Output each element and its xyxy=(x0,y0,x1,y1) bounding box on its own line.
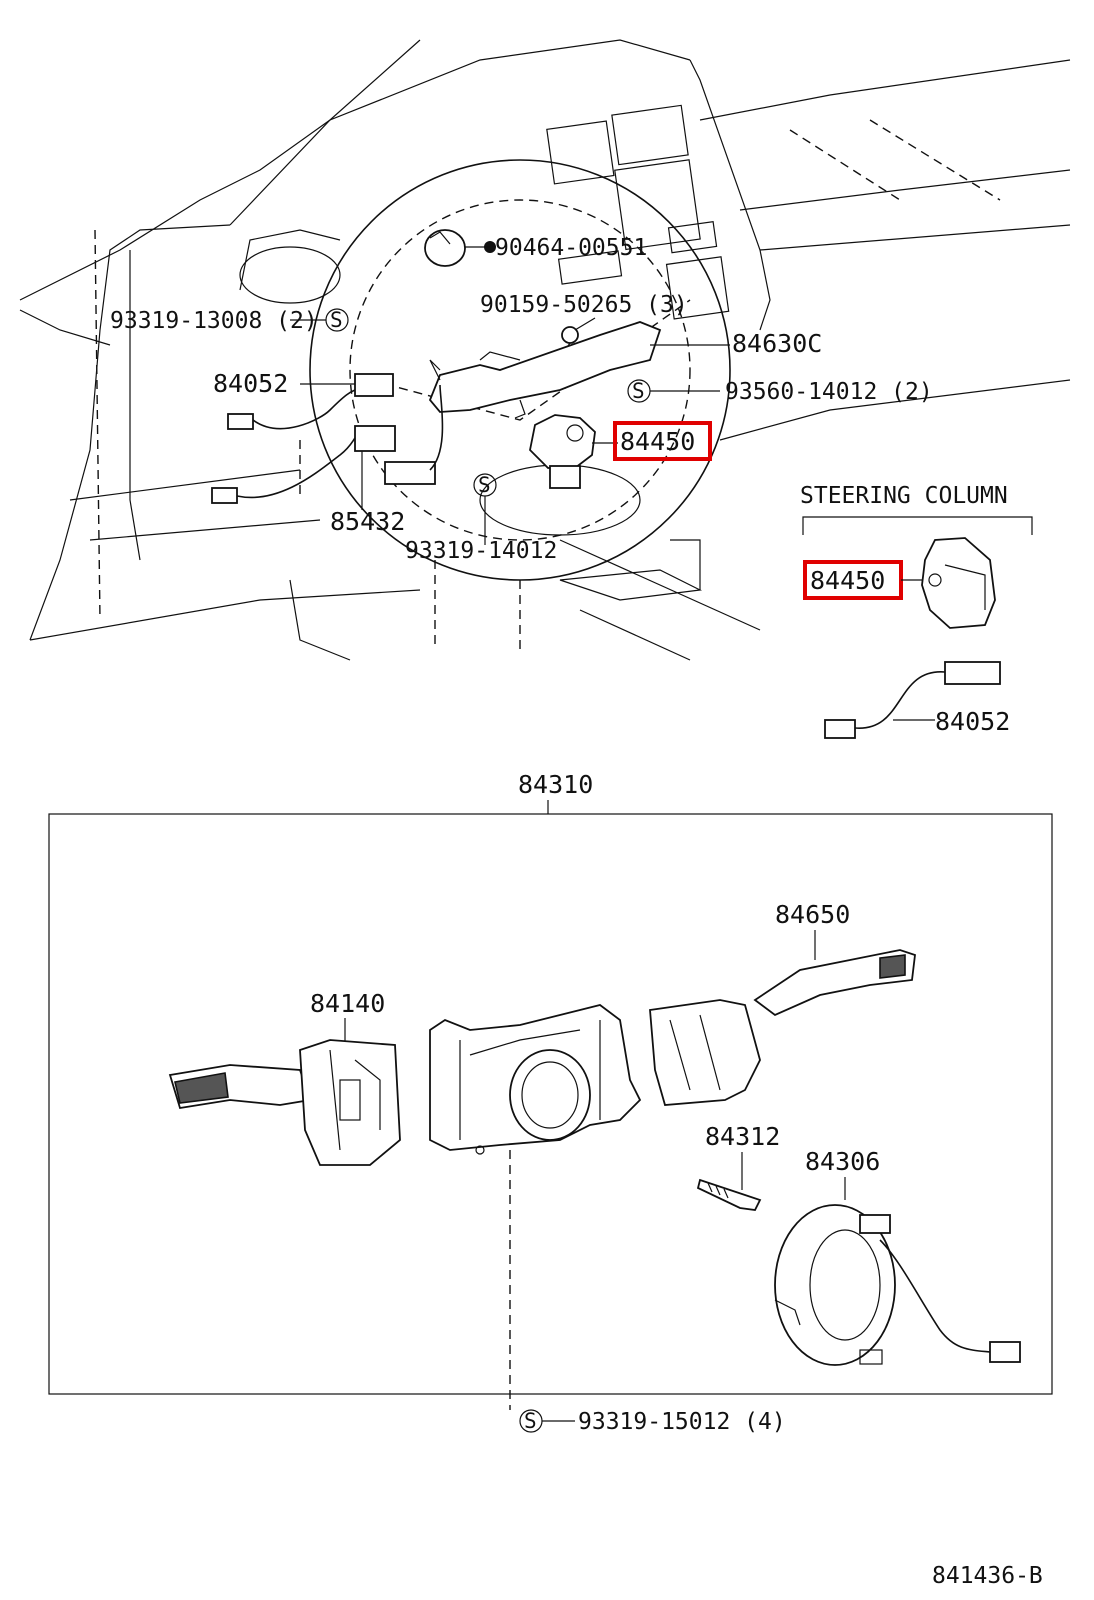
label-84312: 84312 xyxy=(705,1122,780,1151)
label-93560-14012: 93560-14012 (2) xyxy=(725,379,933,405)
clip-part xyxy=(424,229,496,267)
label-93319-15012: 93319-15012 (4) xyxy=(578,1409,786,1435)
assembly-box-84310 xyxy=(48,813,1053,1395)
label-84450-center: 84450 xyxy=(620,427,695,456)
bracket-84630c xyxy=(428,321,730,419)
s-mark-3: S xyxy=(478,473,491,497)
wiring-harness-left xyxy=(211,373,444,510)
figure-id: 841436-B xyxy=(932,1563,1043,1589)
spiral-cable-84306: 84306 xyxy=(774,1147,1021,1366)
label-93319-13008: 93319-13008 (2) xyxy=(110,308,318,334)
highlight-84450-center xyxy=(613,421,712,461)
s-mark-1: S xyxy=(330,308,343,332)
dashboard-outline xyxy=(19,39,1071,661)
s-mark-4: S xyxy=(524,1409,537,1433)
label-84140: 84140 xyxy=(310,989,385,1018)
label-90159-50265: 90159-50265 (3) xyxy=(480,292,688,318)
steering-wheel xyxy=(299,159,731,650)
label-84630c: 84630C xyxy=(732,329,822,358)
bottom-screw-callout: S 93319-15012 (4) xyxy=(519,1409,786,1435)
label-93319-14012: 93319-14012 xyxy=(405,538,557,564)
combination-switch-body xyxy=(429,1004,642,1410)
label-90464-00551: 90464-00551 xyxy=(495,235,647,261)
lever-84140: 84140 xyxy=(168,989,401,1166)
lever-84650: 84650 xyxy=(649,900,916,1106)
switch-84450-center xyxy=(529,414,618,489)
pin-84312: 84312 xyxy=(696,1122,780,1211)
label-84052-inset: 84052 xyxy=(935,707,1010,736)
s-mark-2: S xyxy=(632,379,645,403)
label-84450-inset: 84450 xyxy=(810,566,885,595)
label-84306: 84306 xyxy=(805,1147,880,1176)
label-84310: 84310 xyxy=(518,770,593,799)
label-84650: 84650 xyxy=(775,900,850,929)
steering-column-title: STEERING COLUMN xyxy=(800,483,1008,509)
label-84052-left: 84052 xyxy=(213,369,288,398)
label-85432: 85432 xyxy=(330,507,405,536)
s-symbols-top: S S S xyxy=(290,308,720,545)
steering-column-inset: STEERING COLUMN 84450 84052 xyxy=(800,483,1033,739)
